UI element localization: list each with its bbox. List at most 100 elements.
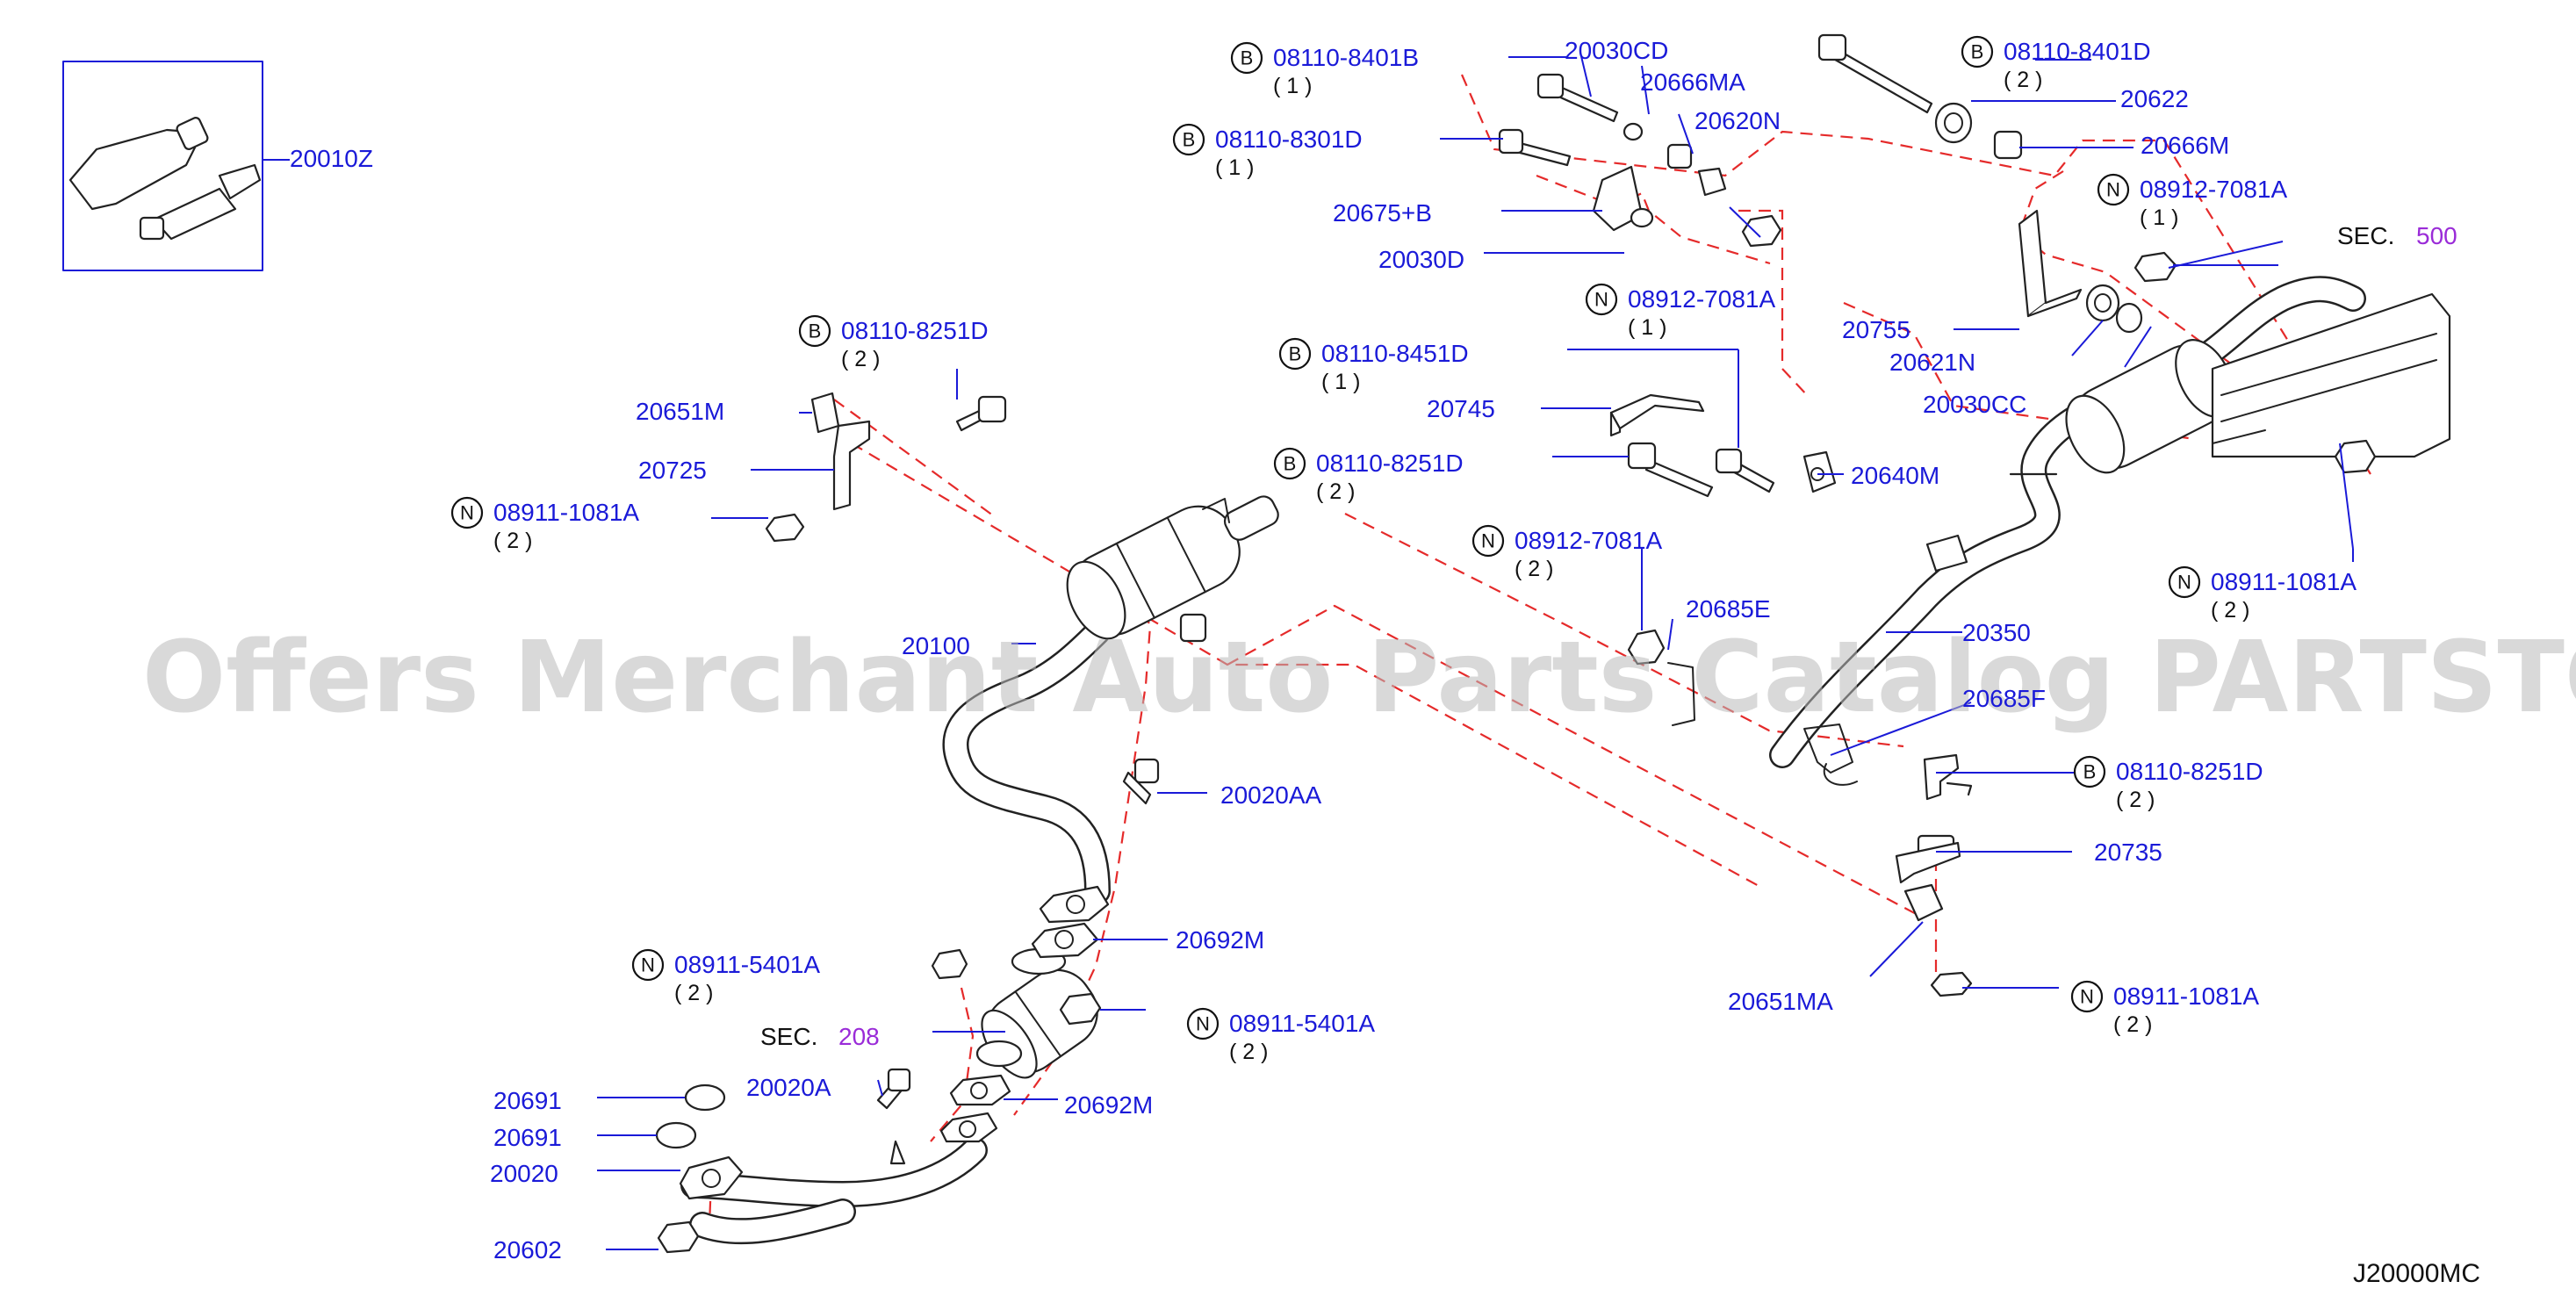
fastener-prefix: N: [2080, 986, 2094, 1008]
part-number[interactable]: 20685F: [1962, 685, 2046, 712]
part-number[interactable]: 20010Z: [290, 145, 373, 172]
part-number[interactable]: 20675+B: [1333, 199, 1432, 227]
part-number[interactable]: 08912-7081A: [1515, 527, 1662, 554]
callout-20692m[interactable]: 20692M: [1064, 1091, 1153, 1119]
callout-08911-5401a[interactable]: N 08911-5401A ( 2 ): [631, 948, 820, 1005]
part-number[interactable]: 20640M: [1851, 462, 1939, 489]
section-reference-500[interactable]: SEC. 500: [2337, 222, 2457, 249]
callout-20692m[interactable]: 20692M: [1176, 926, 1264, 954]
section-number[interactable]: 208: [838, 1023, 880, 1050]
part-number[interactable]: 20651M: [636, 398, 724, 425]
callout-20651m[interactable]: 20651M: [636, 398, 724, 425]
part-number[interactable]: 20020AA: [1220, 781, 1322, 809]
callout-20735[interactable]: 20735: [2094, 839, 2162, 866]
part-number[interactable]: 20622: [2120, 85, 2189, 112]
part-number[interactable]: 08110-8251D: [841, 317, 989, 344]
part-number[interactable]: 08110-8401D: [2004, 38, 2151, 65]
part-number[interactable]: 08110-8251D: [2116, 758, 2263, 785]
part-number[interactable]: 08912-7081A: [2140, 176, 2287, 203]
callout-20651ma[interactable]: 20651MA: [1728, 988, 1833, 1015]
callout-20666ma[interactable]: 20666MA: [1640, 68, 1745, 96]
part-number[interactable]: 20651MA: [1728, 988, 1833, 1015]
part-quantity: ( 2 ): [1229, 1040, 1268, 1064]
section-label: SEC.: [2337, 222, 2394, 249]
part-number[interactable]: 20725: [638, 457, 707, 484]
part-number[interactable]: 20020: [490, 1160, 558, 1187]
callout-20030cc[interactable]: 20030CC: [1923, 391, 2026, 418]
part-number[interactable]: 08911-1081A: [493, 499, 639, 526]
callout-20010z[interactable]: 20010Z: [290, 145, 373, 172]
callout-20755[interactable]: 20755: [1842, 316, 1910, 343]
callout-20640m[interactable]: 20640M: [1851, 462, 1939, 489]
part-number[interactable]: 20755: [1842, 316, 1910, 343]
part-number[interactable]: 20030CC: [1923, 391, 2026, 418]
part-number[interactable]: 20666M: [2141, 132, 2229, 159]
part-number[interactable]: 20350: [1962, 619, 2031, 646]
callout-20691[interactable]: 20691: [493, 1124, 562, 1151]
part-number[interactable]: 20620N: [1695, 107, 1781, 134]
callout-20745[interactable]: 20745: [1427, 395, 1495, 422]
callout-20685f[interactable]: 20685F: [1962, 685, 2046, 712]
part-number[interactable]: 08911-1081A: [2211, 568, 2357, 595]
part-number[interactable]: 20735: [2094, 839, 2162, 866]
part-number[interactable]: 08911-1081A: [2113, 983, 2259, 1010]
callout-20622[interactable]: 20622: [2120, 85, 2189, 112]
part-number[interactable]: 20100: [902, 632, 970, 659]
fastener-prefix: N: [641, 954, 655, 976]
callout-20666m[interactable]: 20666M: [2141, 132, 2229, 159]
callout-20620n[interactable]: 20620N: [1695, 107, 1781, 134]
part-number[interactable]: 20691: [493, 1124, 562, 1151]
part-number[interactable]: 20602: [493, 1236, 562, 1263]
part-number[interactable]: 08912-7081A: [1628, 285, 1775, 313]
part-number[interactable]: 20030D: [1378, 246, 1464, 273]
callout-20602[interactable]: 20602: [493, 1236, 562, 1263]
part-number[interactable]: 08110-8401B: [1273, 44, 1419, 71]
part-number[interactable]: 20685E: [1686, 595, 1771, 623]
part-number[interactable]: 08110-8301D: [1215, 126, 1363, 153]
part-number[interactable]: 20030CD: [1565, 37, 1668, 64]
bolt-prefix-icon: [798, 314, 831, 348]
callout-20020a[interactable]: 20020A: [746, 1074, 831, 1101]
part-quantity: ( 1 ): [2140, 205, 2178, 230]
callout-20725[interactable]: 20725: [638, 457, 707, 484]
callout-20621n[interactable]: 20621N: [1889, 349, 1975, 376]
part-number[interactable]: 08110-8251D: [1316, 450, 1464, 477]
callout-20020aa[interactable]: 20020AA: [1220, 781, 1322, 809]
part-quantity: ( 1 ): [1273, 74, 1312, 98]
callout-20100[interactable]: 20100: [902, 632, 970, 659]
part-number[interactable]: 08911-5401A: [1229, 1010, 1375, 1037]
section-reference-208[interactable]: SEC. 208: [760, 1023, 880, 1050]
part-number[interactable]: 20666MA: [1640, 68, 1745, 96]
callout-20030cd[interactable]: 20030CD: [1565, 37, 1668, 64]
part-number[interactable]: 20745: [1427, 395, 1495, 422]
callout-20675-b[interactable]: 20675+B: [1333, 199, 1432, 227]
part-number[interactable]: 08911-5401A: [674, 951, 820, 978]
callout-20020[interactable]: 20020: [490, 1160, 558, 1187]
callout-20685e[interactable]: 20685E: [1686, 595, 1771, 623]
part-number[interactable]: 08110-8451D: [1321, 340, 1469, 367]
part-number[interactable]: 20691: [493, 1087, 562, 1114]
part-number[interactable]: 20692M: [1064, 1091, 1153, 1119]
part-number[interactable]: 20621N: [1889, 349, 1975, 376]
part-number[interactable]: 20692M: [1176, 926, 1264, 954]
section-number[interactable]: 500: [2416, 222, 2457, 249]
part-number[interactable]: 20020A: [746, 1074, 831, 1101]
callout-20691[interactable]: 20691: [493, 1087, 562, 1114]
part-quantity: ( 2 ): [674, 981, 713, 1005]
callout-20030d[interactable]: 20030D: [1378, 246, 1464, 273]
callout-20350[interactable]: 20350: [1962, 619, 2031, 646]
